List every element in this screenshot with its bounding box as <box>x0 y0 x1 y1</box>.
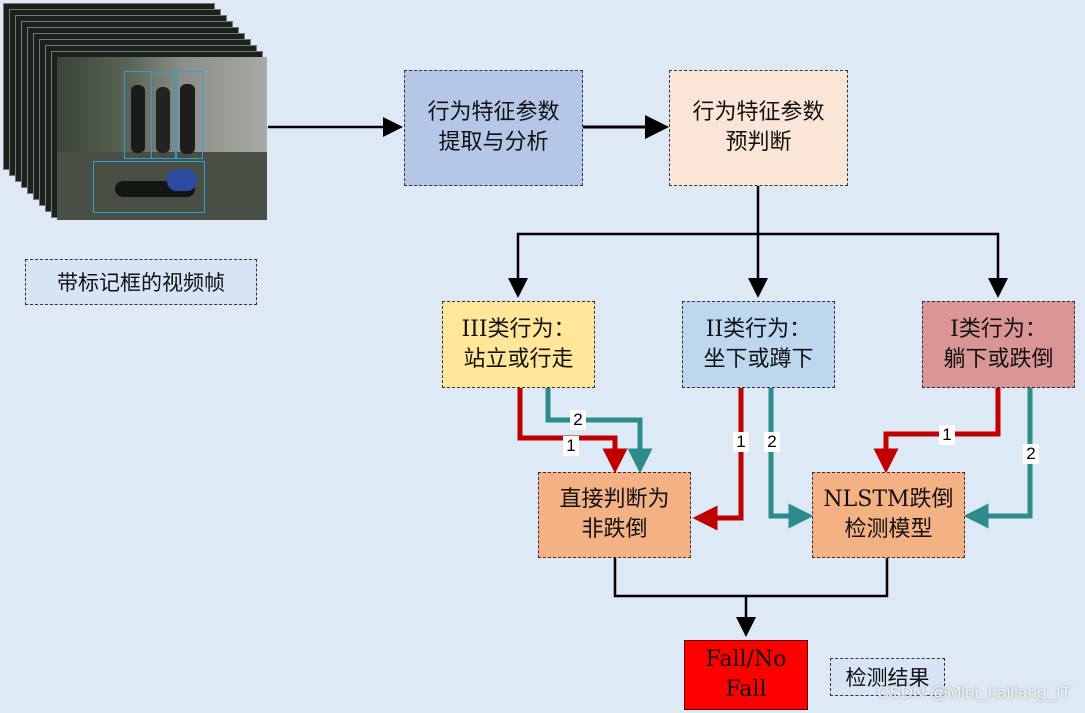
arrow-to-class3 <box>508 186 760 298</box>
edge-label-1: 1 <box>939 425 955 445</box>
class2-behavior-node: II类行为： 坐下或蹲下 <box>682 301 835 388</box>
edge-label-2: 2 <box>570 410 586 430</box>
result-label: 检测结果 <box>830 658 945 696</box>
video-frame-label: 带标记框的视频帧 <box>25 259 257 305</box>
fall-result-node: Fall/No Fall <box>684 640 808 710</box>
edge-label-2: 2 <box>1023 444 1039 464</box>
bounding-box <box>175 71 203 159</box>
class1-behavior-node: I类行为： 躺下或跌倒 <box>922 301 1075 388</box>
class3-behavior-node: III类行为： 站立或行走 <box>442 301 595 388</box>
fallen-person-jacket <box>167 169 197 191</box>
bounding-box <box>93 161 205 213</box>
teal-arrow-class3-to-direct <box>545 388 653 474</box>
watermark: CSDN @Mini_hailiang_IT <box>877 683 1071 702</box>
red-arrow-class2-to-direct <box>692 388 744 531</box>
feature-extraction-node: 行为特征参数 提取与分析 <box>404 70 583 186</box>
video-frame-stack <box>0 0 270 222</box>
person-figure <box>131 85 145 153</box>
merge-line <box>613 558 889 598</box>
direct-non-fall-node: 直接判断为 非跌倒 <box>538 472 691 558</box>
teal-arrow-class2-to-nlstm <box>768 388 814 529</box>
feature-prejudge-node: 行为特征参数 预判断 <box>669 70 848 186</box>
video-frame-photo <box>57 57 267 220</box>
person-figure <box>180 84 195 154</box>
person-figure <box>156 87 170 153</box>
bounding-box <box>151 73 177 159</box>
edge-label-1: 1 <box>733 432 749 452</box>
teal-arrow-class1-to-nlstm <box>963 388 1033 529</box>
edge-label-2: 2 <box>764 432 780 452</box>
nlstm-model-node: NLSTM跌倒 检测模型 <box>812 472 965 558</box>
arrow-to-class1 <box>758 232 1008 298</box>
edge-label-1: 1 <box>563 436 579 456</box>
